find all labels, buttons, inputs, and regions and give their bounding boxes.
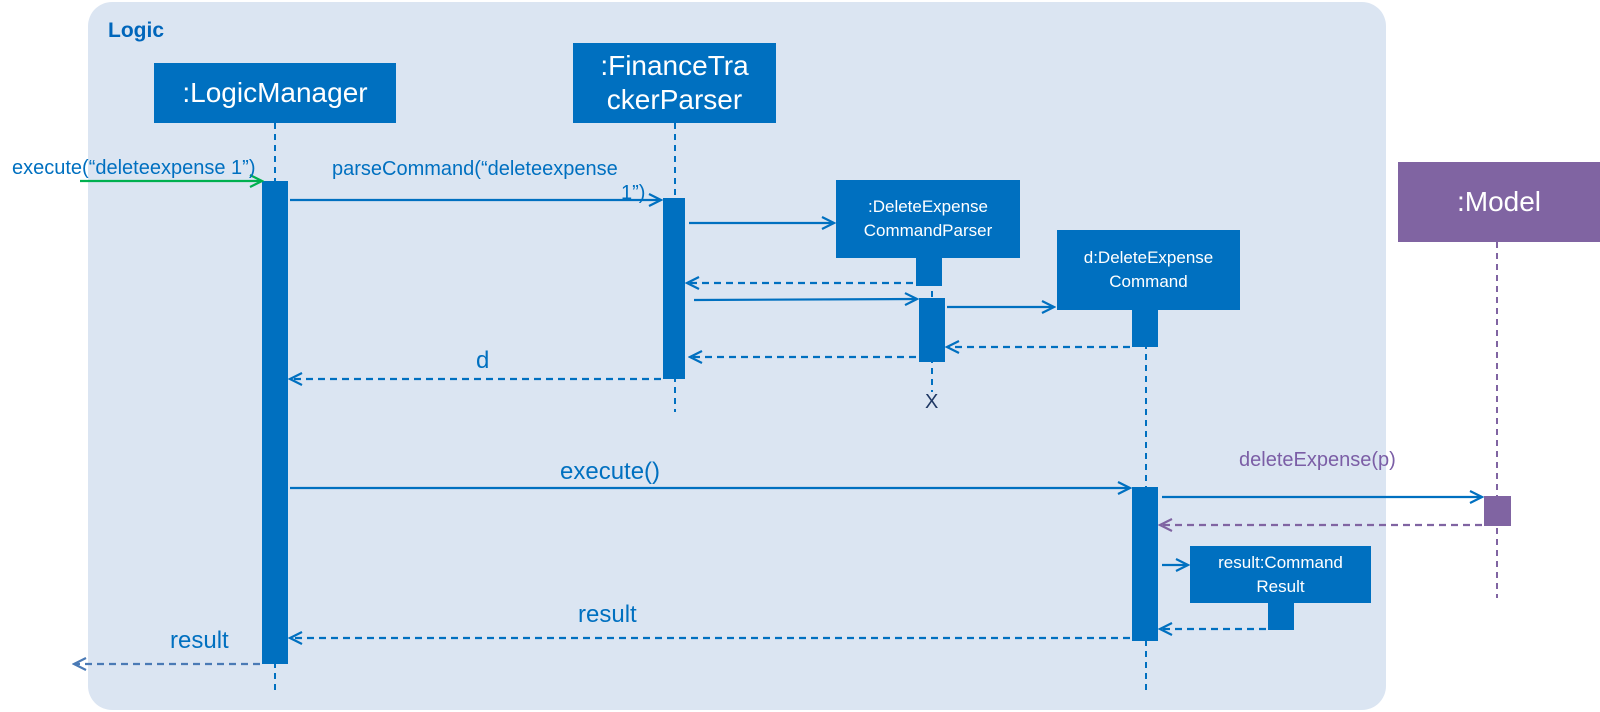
return-d-label: d — [476, 347, 490, 374]
participant-logic-manager-label: :LogicManager — [182, 77, 368, 108]
activation-command-result-tail — [1268, 603, 1294, 630]
activation-model — [1484, 496, 1511, 526]
return-result-inner-label: result — [578, 601, 637, 628]
destroy-marker: X — [925, 391, 939, 413]
message-delete-expense-label: deleteExpense(p) — [1239, 449, 1396, 471]
message-parse-arrow — [693, 299, 917, 300]
participant-delete-expense-command: d:DeleteExpense Command — [1057, 230, 1240, 310]
activation-delete-expense-command-parser — [919, 298, 945, 362]
message-parse-command-label-line1: parseCommand(“deleteexpense — [332, 158, 618, 180]
participant-delete-expense-command-label: d:DeleteExpense Command — [1083, 248, 1214, 291]
activation-parser-tail — [916, 258, 942, 286]
participant-finance-tracker-parser-label: :FinanceTra ckerParser — [600, 50, 749, 115]
activation-command-tail — [1132, 310, 1158, 347]
participant-model-label: :Model — [1456, 186, 1542, 217]
message-execute-input-label: execute(“deleteexpense 1”) — [12, 157, 256, 179]
participant-command-result-label: result:Command Result — [1218, 552, 1343, 596]
participant-command-result: result:Command Result — [1190, 546, 1371, 603]
activation-finance-tracker-parser — [663, 198, 685, 379]
participant-delete-expense-command-parser: :DeleteExpense CommandParser — [836, 180, 1020, 258]
participant-model: :Model — [1398, 162, 1600, 242]
message-parse-command-label-line2: 1”) — [621, 182, 646, 204]
message-execute-call-label: execute() — [560, 458, 661, 485]
return-result-outer-label: result — [170, 627, 229, 654]
frame-title: Logic — [108, 19, 164, 42]
activation-logic-manager — [262, 181, 288, 664]
participant-finance-tracker-parser: :FinanceTra ckerParser — [573, 43, 776, 123]
participant-delete-expense-command-parser-label: :DeleteExpense CommandParser — [863, 197, 993, 240]
participant-logic-manager: :LogicManager — [154, 63, 396, 123]
activation-delete-expense-command — [1132, 487, 1158, 641]
